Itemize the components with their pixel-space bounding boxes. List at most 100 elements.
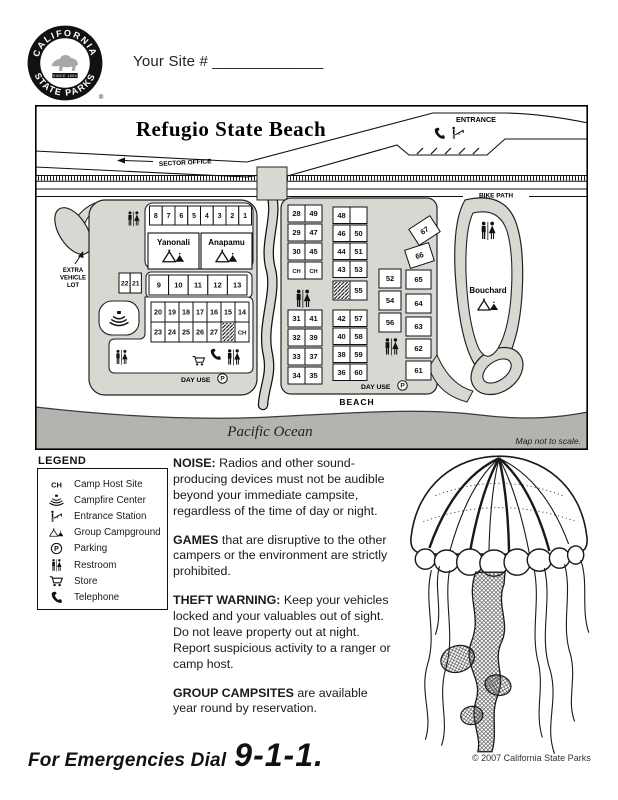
legend-label: Restroom [74,559,117,571]
svg-text:27: 27 [210,328,218,337]
site-cell-18: 18 [178,301,194,323]
svg-text:DAY USE: DAY USE [361,384,391,391]
svg-text:36: 36 [337,368,345,377]
emergency-prefix: For Emergencies Dial [28,750,227,771]
site-cell-35: 35 [304,366,323,385]
notice-title: NOISE: [173,456,216,470]
site-cell-34: 34 [287,366,306,385]
creek [259,189,278,409]
site-cell-67: 67 [408,215,441,246]
site-cell-22: 22 [118,272,131,294]
site-cell-13: 13 [226,274,248,296]
svg-text:26: 26 [196,328,204,337]
svg-text:15: 15 [224,308,232,317]
svg-text:48: 48 [337,211,345,220]
svg-text:6: 6 [179,213,183,220]
legend-label: Telephone [74,591,120,603]
svg-text:49: 49 [309,209,317,218]
svg-text:32: 32 [292,333,300,342]
svg-text:28: 28 [292,209,300,218]
legend-item: Entrance Station [47,508,163,524]
svg-text:25: 25 [182,328,190,337]
registered-mark: ® [99,93,104,101]
legend-item: Parking [47,541,163,557]
site-cell-4: 4 [200,205,214,226]
site-cell-53: 53 [349,260,368,278]
legend-item: Camp Host Site [47,476,163,492]
svg-text:46: 46 [337,229,345,238]
site-cell-40: 40 [332,327,351,345]
site-cell-51: 51 [349,242,368,260]
notice: GROUP CAMPSITES are available year round… [173,685,368,716]
yanonali-label: Yanonali [157,238,190,247]
parking-icon [47,542,66,555]
reserved-site-cell [220,321,236,343]
site-cell-66: 66 [404,241,435,270]
site-cell-43: 43 [332,260,351,278]
legend-item: Telephone [47,589,163,605]
bouchard-label: Bouchard [469,286,506,295]
svg-text:38: 38 [337,350,345,359]
svg-text:22: 22 [121,281,129,288]
notice: NOISE: Radios and other sound-producing … [173,456,385,518]
site-cell-15: 15 [220,301,236,323]
site-cell-3: 3 [212,205,227,226]
site-cell-21: 21 [129,272,142,294]
site-cell-11: 11 [187,274,209,296]
site-cell-1: 1 [238,205,252,226]
svg-text:CH: CH [309,269,317,275]
svg-text:12: 12 [213,281,221,290]
site-cell-54: 54 [378,290,402,311]
site-cell-59: 59 [349,345,368,363]
site-cell-57: 57 [349,309,368,327]
svg-text:42: 42 [337,314,345,323]
jellyfish-illustration [383,450,615,765]
bike-path-label: BIKE PATH [479,192,513,199]
site-cell-48: 48 [332,206,351,224]
site-cell-23: 23 [150,321,166,343]
site-cell-9: 9 [148,274,170,296]
legend-label: Parking [74,543,108,555]
legend-item: Group Campground [47,525,163,541]
site-cell-29: 29 [287,223,306,242]
svg-text:19: 19 [168,308,176,317]
svg-text:30: 30 [292,247,300,256]
site-cell-12: 12 [207,274,228,296]
site-cell-42: 42 [332,309,351,327]
svg-text:37: 37 [309,352,317,361]
group-campground-icon [47,526,66,539]
entrance-station-icon [451,126,465,140]
svg-text:VEHICLE: VEHICLE [60,276,86,282]
svg-text:55: 55 [354,286,362,295]
site-cell-19: 19 [164,301,180,323]
svg-text:41: 41 [309,314,317,323]
site-cell-64: 64 [405,293,432,314]
site-cell-56: 56 [378,312,402,333]
empty-site-cell [349,206,368,224]
svg-text:33: 33 [292,352,300,361]
notice-title: GAMES [173,532,219,547]
extra-vehicle-lot-label: EXTRA VEHICLE LOT [60,251,86,289]
svg-text:11: 11 [194,281,202,290]
legend-label: Entrance Station [74,510,147,522]
svg-text:5: 5 [192,213,196,220]
site-cell-65: 65 [405,269,432,290]
anapamu-label: Anapamu [208,238,245,247]
site-cell-31: 31 [287,309,306,328]
site-cell-58: 58 [349,327,368,345]
group-camp-boxes: Yanonali Anapamu [147,232,253,270]
camp-host-icon [47,478,66,491]
day-use-left: DAY USE [181,373,228,384]
creek-bridge [256,166,288,201]
svg-text:47: 47 [309,228,317,237]
svg-text:34: 34 [292,371,301,380]
site-cell-55: 55 [349,280,368,301]
legend-item: Campfire Center [47,492,163,508]
site-cell-52: 52 [378,268,402,289]
site-cell-33: 33 [287,347,306,366]
